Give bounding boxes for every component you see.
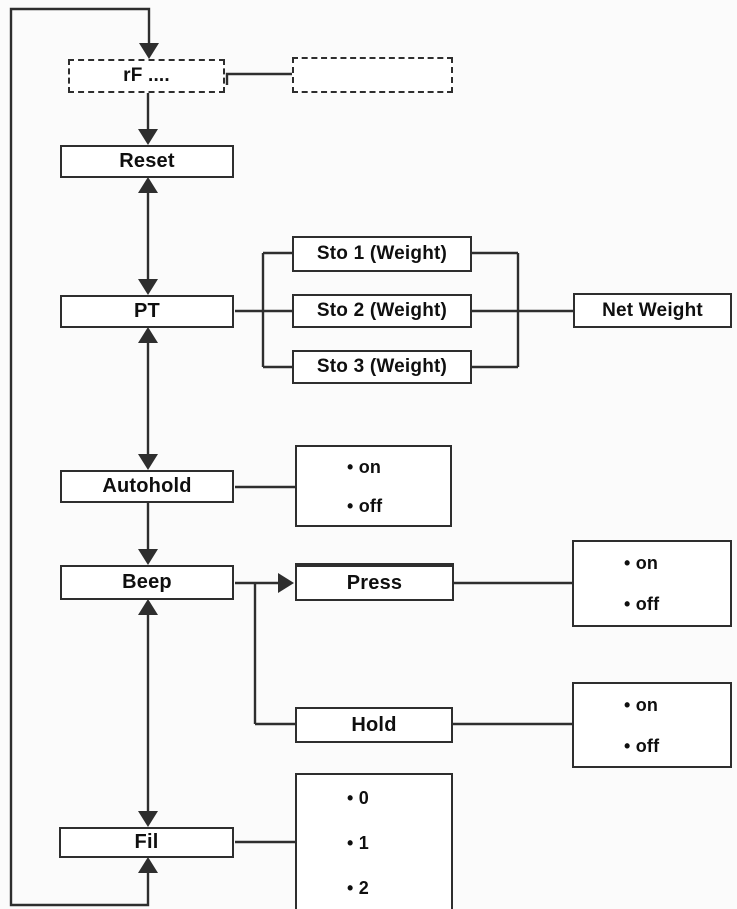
- option-0: • 0: [347, 787, 369, 808]
- option-on: • on: [624, 694, 659, 715]
- hold-options-box: • on • off: [572, 682, 732, 768]
- node-sto1: Sto 1 (Weight): [292, 236, 472, 272]
- node-reset: Reset: [60, 145, 234, 178]
- node-net-weight: Net Weight: [573, 293, 732, 328]
- option-on: • on: [624, 552, 659, 573]
- option-1: • 1: [347, 832, 369, 853]
- node-autohold: Autohold: [60, 470, 234, 503]
- node-rf-linked-blank: [292, 57, 453, 93]
- node-sto2: Sto 2 (Weight): [292, 294, 472, 328]
- node-pt: PT: [60, 295, 234, 328]
- fil-options-box: • 0 • 1 • 2: [295, 773, 453, 909]
- arrowheads: [138, 43, 294, 873]
- node-sto3: Sto 3 (Weight): [292, 350, 472, 384]
- option-on: • on: [347, 456, 382, 477]
- option-2: • 2: [347, 878, 369, 899]
- option-off: • off: [624, 594, 660, 615]
- autohold-options-box: • on • off: [295, 445, 452, 527]
- node-fil: Fil: [59, 827, 234, 858]
- node-rf: rF ....: [68, 59, 225, 93]
- press-options-box: • on • off: [572, 540, 732, 627]
- node-beep: Beep: [60, 565, 234, 600]
- node-hold: Hold: [295, 707, 453, 743]
- option-off: • off: [347, 495, 383, 516]
- option-off: • off: [624, 735, 660, 756]
- node-press: Press: [295, 563, 454, 601]
